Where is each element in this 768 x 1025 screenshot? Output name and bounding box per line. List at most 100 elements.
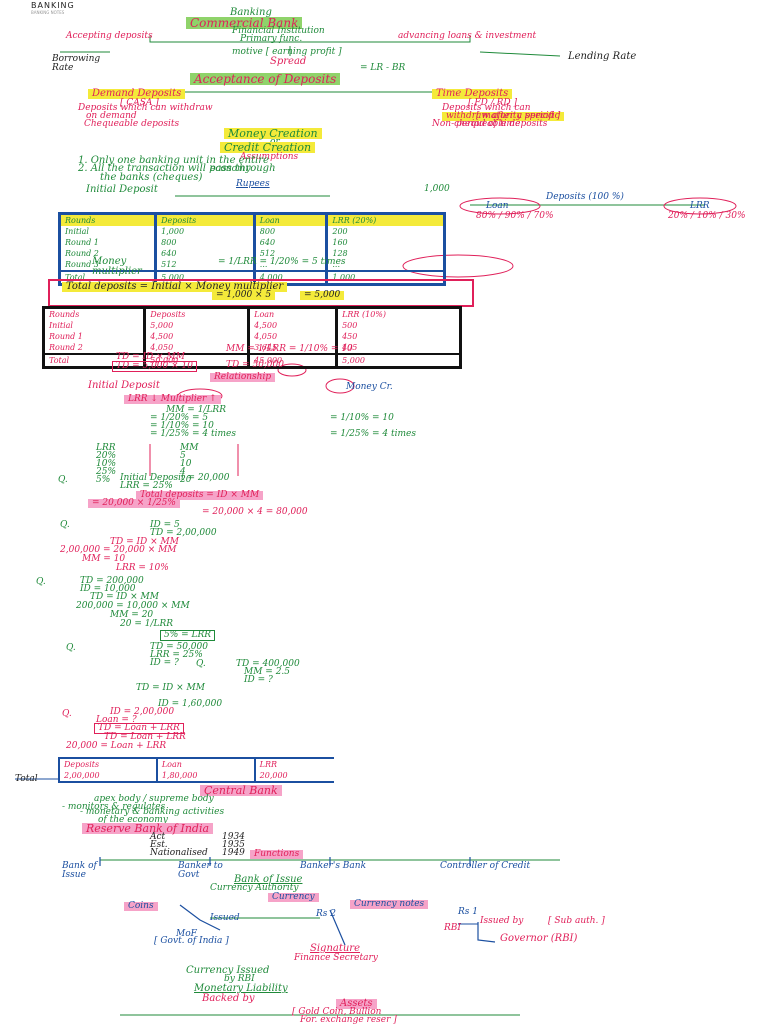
lrr-column-cell: 5%: [96, 475, 111, 485]
q3-g: 5% = LRR: [160, 630, 216, 641]
table-cell: 45,000: [247, 353, 337, 368]
q2-d: 2,00,000 = 20,000 × MM: [60, 545, 177, 555]
rbi-est-year: 1935: [222, 840, 245, 850]
time-desc-1: Deposits which can: [442, 103, 531, 113]
mm-equation: MM = 1/LRR: [166, 405, 226, 415]
table-cell: 4,500: [247, 320, 337, 331]
demand-desc-1: Deposits which can withdraw: [78, 103, 213, 113]
table-header: Deposits: [143, 307, 249, 320]
q1-e: = 20,000 × 4 = 80,000: [202, 507, 308, 517]
table-cell: Total: [41, 353, 145, 368]
table-cell: 1,80,000: [155, 770, 255, 782]
table-cell: 1,000: [154, 226, 255, 237]
commercial-bank-heading: Commercial Bank: [186, 17, 303, 29]
q5-e: ID = 1,60,000: [158, 699, 223, 709]
lrr-column-cell: 25%: [96, 467, 117, 477]
table3-row-label: Total: [15, 774, 38, 784]
q6-e: 20,000 = Loan + LRR: [66, 741, 167, 751]
q6-b: Loan = ?: [96, 715, 137, 725]
currency-issued-label: Currency Issued: [186, 965, 270, 976]
table-header: Rounds: [57, 213, 156, 226]
relationship-initial-deposit: Initial Deposit: [88, 380, 160, 391]
table-cell: 4,050: [143, 342, 249, 354]
coins-label: Coins: [124, 902, 158, 911]
q3-c: TD = ID × MM: [90, 592, 159, 602]
q5-d: TD = ID × MM: [136, 683, 205, 693]
lending-rate: Lending Rate: [568, 51, 637, 62]
rbi-short-label: RBI: [444, 923, 461, 933]
issued-by-label: Issued by: [480, 916, 524, 926]
demand-desc-2: on demand: [86, 111, 137, 121]
credit-creation: Credit Creation: [220, 142, 316, 153]
mm-column-cell: 10: [180, 459, 192, 469]
financial-institution: Financial Institution: [232, 26, 325, 36]
relationship-heading: Relationship: [210, 373, 276, 382]
table-header: Deposits: [58, 758, 157, 770]
primary-function: Primary func.: [240, 34, 303, 44]
lrr-percent-values: 20% / 10% / 30%: [668, 211, 746, 221]
money-creation: Money Creation: [224, 128, 322, 139]
table-header: Deposits: [154, 213, 255, 226]
table-cell: Initial: [57, 226, 156, 237]
document-header: BANKING BANKING NOTES: [31, 1, 75, 15]
table-row: Deposits Loan LRR: [58, 758, 334, 770]
q2-a: ID = 5: [150, 520, 180, 530]
table-cell: 160: [325, 237, 445, 248]
borrowing-rate: Borrowing Rate: [52, 54, 101, 73]
q2-e: MM = 10: [82, 554, 126, 564]
assets-list-2: For. exchange reser ]: [300, 1015, 397, 1025]
q3-f: 20 = 1/LRR: [120, 619, 174, 629]
initial-deposit-label: Initial Deposit: [86, 184, 158, 195]
rbi-nationalised-label: Nationalised: [150, 848, 208, 858]
q3-a: TD = 200,000: [80, 576, 144, 586]
table-cell: Round 2: [41, 342, 145, 354]
initial-deposit-value: 1,000: [424, 184, 450, 194]
deposits-loan-lrr-table: Deposits Loan LRR 2,00,000 1,80,000 20,0…: [58, 757, 334, 783]
q5-b: MM = 2.5: [244, 667, 291, 677]
deposits-percent-label: Deposits (100 %): [546, 192, 624, 202]
q3-d: 200,000 = 10,000 × MM: [76, 601, 190, 611]
q1-d: = 20,000 × 1/25%: [88, 499, 180, 508]
td-line: TD = ID × MM: [116, 352, 185, 362]
table-cell: 128: [325, 248, 445, 259]
table-cell: 800: [252, 226, 327, 237]
table-header: LRR (20%): [325, 213, 445, 226]
governor-label: Governor (RBI): [500, 933, 578, 944]
table-row: Round 2 4,050 3,645 405: [41, 342, 461, 354]
backed-by-label: Backed by: [202, 993, 255, 1004]
q6-label: Q.: [62, 709, 72, 719]
table-cell: 4,500: [143, 331, 249, 342]
table-cell: 20,000: [253, 770, 334, 782]
total-deposits-calc-1: = 1,000 × 5: [212, 291, 276, 300]
table-cell: ...: [325, 259, 445, 271]
central-bank-desc-3: - monetary & banking activities: [80, 807, 225, 817]
table-cell: Round 1: [41, 331, 145, 342]
table-cell: Round 3: [57, 259, 156, 271]
lrr-column-cell: 10%: [96, 459, 117, 469]
assets-label: Assets: [336, 999, 377, 1009]
lrr-label: LRR: [690, 201, 710, 211]
function-controller-of-credit: Controller of Credit: [440, 861, 531, 871]
table-header: Loan: [247, 307, 337, 320]
q4-b: LRR = 25%: [150, 650, 203, 660]
bank-of-issue-heading: Bank of Issue: [234, 874, 303, 885]
currency-authority: Currency Authority: [210, 883, 299, 893]
mm-example-3: = 1/25% = 4 times: [150, 429, 236, 439]
demand-abbr: [ CASA ]: [120, 98, 159, 108]
mm-column-cell: 4: [180, 467, 186, 477]
money-creation-short: Money Cr.: [346, 382, 393, 392]
sub-auth-label: [ Sub auth. ]: [548, 916, 605, 926]
table-row: 2,00,000 1,80,000 20,000: [58, 770, 334, 782]
coins-issued: Issued: [210, 913, 240, 923]
assumption-2b: the banks (cheques): [100, 172, 203, 183]
table-cell: 5,000: [335, 353, 461, 368]
assumption-1: 1. Only one banking unit in the entire: [78, 155, 269, 166]
mm-column-cell: MM: [180, 443, 199, 453]
time-abbr: [ FD / RD ]: [468, 98, 517, 108]
currency-notes-label: Currency notes: [350, 900, 429, 909]
function-banker-to-govt: Banker to Govt: [178, 861, 223, 880]
central-bank-desc-1: apex body / supreme body: [94, 794, 214, 804]
q3-b: ID = 10,000: [80, 584, 136, 594]
central-bank-heading: Central Bank: [200, 785, 282, 796]
